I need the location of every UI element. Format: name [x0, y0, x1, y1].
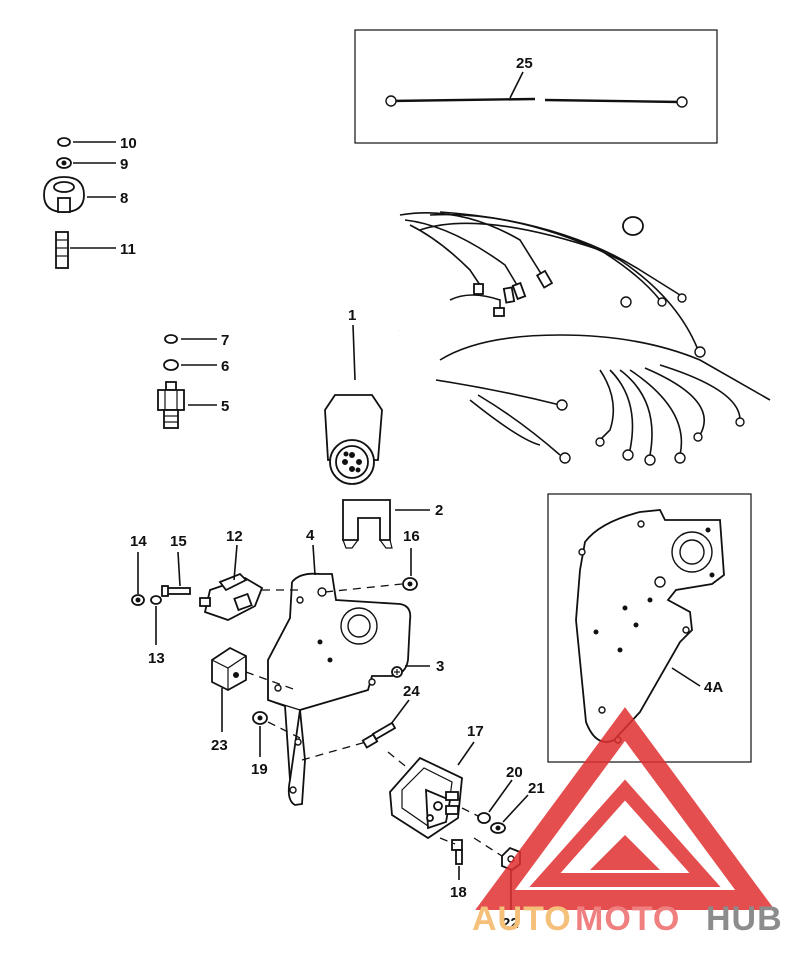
inset-box-bracket-4a: 4A [547, 493, 752, 763]
watermark-text: AUTO MOTO HUB [472, 900, 783, 938]
callout-24: 24 [403, 683, 420, 700]
callout-8: 8 [120, 190, 128, 207]
callout-20: 20 [506, 764, 523, 781]
callout-22: 22 [502, 915, 519, 932]
solenoid-part-17: 17 [387, 723, 484, 840]
callout-10: 10 [120, 135, 137, 152]
screw-part-3: 3 [391, 658, 444, 678]
bolt-part-24: 24 [301, 683, 420, 761]
inset-box-cable: 25 [354, 29, 718, 144]
nut-part-19: 19 [251, 711, 301, 778]
block-part-23: 23 [211, 646, 297, 754]
callout-16: 16 [403, 528, 420, 545]
watermark-moto: MOTO [575, 900, 680, 938]
callout-6: 6 [221, 358, 229, 375]
callout-18: 18 [450, 884, 467, 901]
callout-7: 7 [221, 332, 229, 349]
watermark-hub: HUB [706, 900, 783, 938]
callout-5: 5 [221, 398, 229, 415]
callout-12: 12 [226, 528, 243, 545]
bracket-part-4: 4 [267, 527, 412, 806]
watermark-logo [475, 707, 775, 910]
callout-11: 11 [120, 241, 136, 258]
sender-assembly: 10 9 8 11 [43, 135, 137, 269]
callout-25: 25 [516, 55, 533, 72]
boot-part-2: 2 [342, 499, 443, 549]
callout-9: 9 [120, 156, 128, 173]
callout-15: 15 [170, 533, 187, 550]
callout-21: 21 [528, 780, 545, 797]
nut-part-16: 16 [324, 528, 420, 593]
wiring-harness: 1 [324, 168, 771, 485]
callout-19: 19 [251, 761, 268, 778]
callout-23: 23 [211, 737, 228, 754]
callout-13: 13 [148, 650, 165, 667]
callout-1: 1 [348, 307, 356, 324]
fuse-assembly: 12 15 14 13 [130, 528, 300, 667]
callout-4a: 4A [704, 679, 723, 696]
watermark-auto: AUTO [472, 900, 572, 938]
callout-3: 3 [436, 658, 444, 675]
callout-2: 2 [435, 502, 443, 519]
callout-17: 17 [467, 723, 484, 740]
callout-14: 14 [130, 533, 147, 550]
hardware-18-22: 20 21 22 18 [439, 764, 545, 932]
callout-4: 4 [306, 527, 315, 544]
switch-assembly: 7 6 5 [157, 332, 229, 429]
